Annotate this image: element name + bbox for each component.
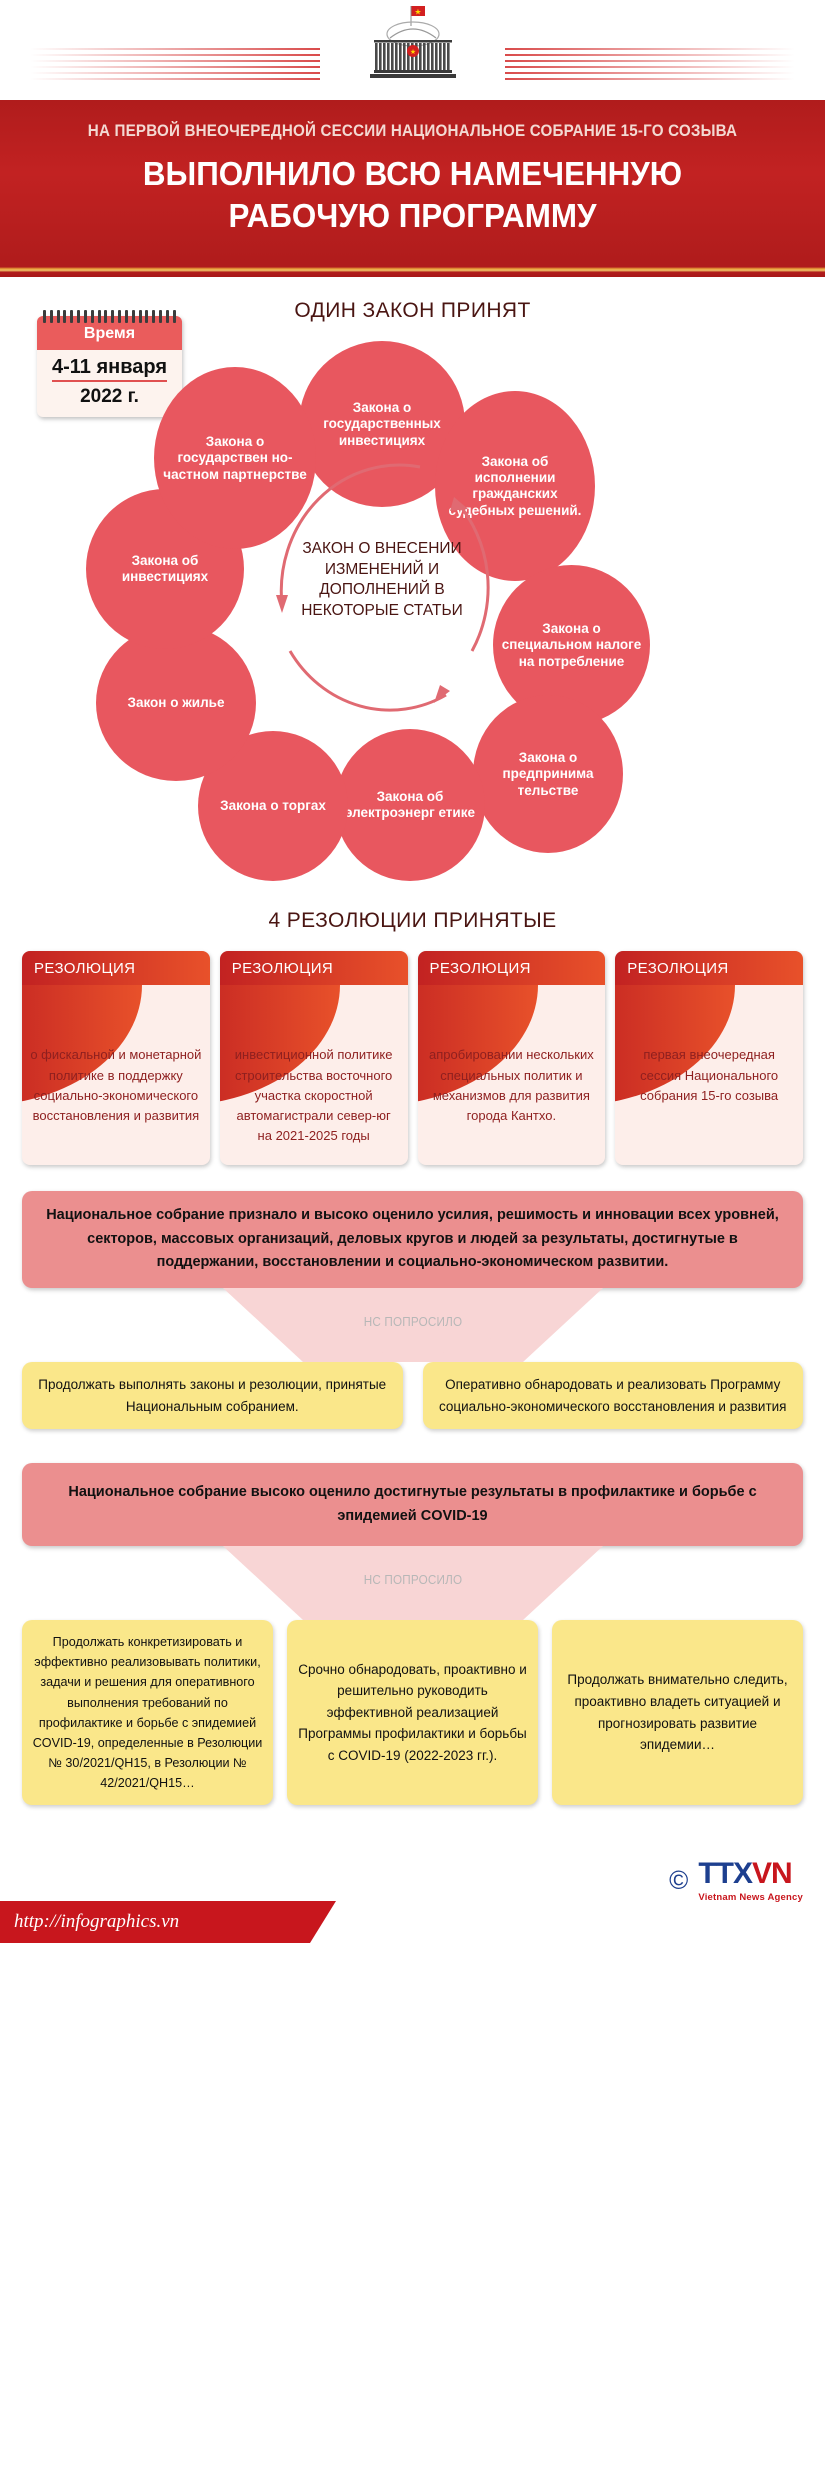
flow2-item[interactable]: Продолжать конкретизировать и эффективно… (22, 1620, 273, 1806)
law-bubble-electricity[interactable]: Закона об электроэнерг етике (335, 729, 485, 882)
resolution-card-body: инвестиционной политике строительства во… (234, 1047, 393, 1144)
flow1-statement: Национальное собрание признало и высоко … (22, 1191, 803, 1288)
flow2-item[interactable]: Срочно обнародовать, проактивно и решите… (287, 1620, 538, 1806)
resolution-card-body: о фискальной и монетарной политике в под… (30, 1047, 202, 1123)
resolution-card[interactable]: РЕЗОЛЮЦИЯ о фискальной и монетарной поли… (22, 951, 210, 1166)
banner-title-line1: ВЫПОЛНИЛО ВСЮ НАМЕЧЕННУЮ (142, 155, 683, 192)
decorative-stripes-right (505, 48, 795, 80)
resolution-card-body: апробировании нескольких специальных пол… (429, 1047, 594, 1123)
resolution-card-row: РЕЗОЛЮЦИЯ о фискальной и монетарной поли… (0, 933, 825, 1166)
calendar-date-range: 4-11 января (51, 356, 167, 383)
law-bubble-entrepreneurship[interactable]: Закона о предпринима тельстве (473, 695, 623, 854)
circular-arrow-icon (276, 464, 490, 713)
logo-ttx-text: TTX (698, 1857, 753, 1891)
resolution-card-body: первая внеочередная сессия Национального… (640, 1047, 779, 1103)
calendar-body: 4-11 января 2022 г. (37, 350, 182, 417)
flow2-statement: Национальное собрание высоко оценило дос… (22, 1463, 803, 1547)
banner-subtitle: НА ПЕРВОЙ ВНЕОЧЕРЕДНОЙ СЕССИИ НАЦИОНАЛЬН… (87, 122, 738, 140)
resolution-card-head: РЕЗОЛЮЦИЯ (615, 951, 803, 986)
laws-section-title: ОДИН ЗАКОН ПРИНЯТ (294, 299, 531, 323)
calendar-year: 2022 г. (80, 386, 139, 408)
flow1-item[interactable]: Продолжать выполнять законы и резолюции,… (22, 1361, 403, 1430)
resolutions-section: 4 РЕЗОЛЮЦИИ ПРИНЯТЫЕ РЕЗОЛЮЦИЯ о фискаль… (0, 899, 825, 1166)
calendar-rings-icon (43, 310, 176, 324)
title-banner: НА ПЕРВОЙ ВНЕОЧЕРЕДНОЙ СЕССИИ НАЦИОНАЛЬН… (0, 100, 825, 264)
logo-tagline: Vietnam News Agency (698, 1892, 803, 1904)
time-calendar: Время 4-11 января 2022 г. (37, 310, 182, 418)
national-assembly-building-icon: ★ ★ (369, 6, 456, 78)
resolution-card[interactable]: РЕЗОЛЮЦИЯ первая внеочередная сессия Нац… (615, 951, 803, 1166)
flow-section-1: Национальное собрание признало и высоко … (0, 1165, 825, 1430)
logo-vn-text: VN (752, 1857, 793, 1891)
footer-url-text: http://infographics.vn (14, 1911, 180, 1933)
law-bubble-housing[interactable]: Закон о жилье (96, 625, 256, 782)
law-bubble-civil-judgement[interactable]: Закона об исполнении гражданских судебны… (435, 391, 595, 582)
calendar-label: Время (37, 316, 182, 351)
resolution-card[interactable]: РЕЗОЛЮЦИЯ апробировании нескольких специ… (417, 951, 606, 1166)
svg-text:★: ★ (414, 8, 421, 17)
laws-section: ОДИН ЗАКОН ПРИНЯТ Время 4-11 января 2022… (0, 299, 825, 899)
flow1-item[interactable]: Оперативно обнародовать и реализовать Пр… (422, 1361, 803, 1430)
flow1-arrow-label: НС ПОПРОСИЛО (363, 1313, 462, 1329)
decorative-stripes-left (30, 48, 320, 80)
footer-url-bar[interactable]: http://infographics.vn (0, 1901, 336, 1944)
down-arrow-icon (222, 1546, 603, 1621)
emblem-band: ★ ★ (0, 0, 825, 100)
law-bubble-state-investment[interactable]: Закона о государственных инвестициях (299, 341, 465, 508)
flow1-arrow-area: НС ПОПРОСИЛО (22, 1287, 803, 1362)
center-law-title: ЗАКОН О ВНЕСЕНИИ ИЗМЕНЕНИЙ И ДОПОЛНЕНИЙ … (301, 540, 463, 620)
resolutions-section-title: 4 РЕЗОЛЮЦИИ ПРИНЯТЫЕ (268, 909, 557, 933)
down-arrow-icon (222, 1287, 603, 1362)
svg-text:★: ★ (409, 48, 415, 56)
resolution-card[interactable]: РЕЗОЛЮЦИЯ инвестиционной политике строит… (219, 951, 408, 1166)
flow2-arrow-label: НС ПОПРОСИЛО (363, 1572, 462, 1588)
resolution-card-head: РЕЗОЛЮЦИЯ (417, 951, 606, 986)
flow1-items: Продолжать выполнять законы и резолюции,… (22, 1361, 803, 1430)
flow2-items: Продолжать конкретизировать и эффективно… (22, 1620, 803, 1806)
flow2-arrow-area: НС ПОПРОСИЛО (22, 1546, 803, 1621)
flow-section-2: Национальное собрание высоко оценило дос… (0, 1429, 825, 1806)
banner-gold-divider (0, 263, 825, 278)
copyright-icon: © (669, 1864, 689, 1895)
resolution-card-head: РЕЗОЛЮЦИЯ (219, 951, 408, 986)
law-bubble-ppp[interactable]: Закона о государствен но-частном партнер… (154, 367, 316, 550)
flow2-item[interactable]: Продолжать внимательно следить, проактив… (552, 1620, 803, 1806)
banner-title-line2: РАБОЧУЮ ПРОГРАММУ (228, 197, 597, 235)
resolution-card-head: РЕЗОЛЮЦИЯ (22, 951, 210, 986)
laws-circle-diagram: Закона о государственных инвестициях Зак… (0, 335, 825, 895)
